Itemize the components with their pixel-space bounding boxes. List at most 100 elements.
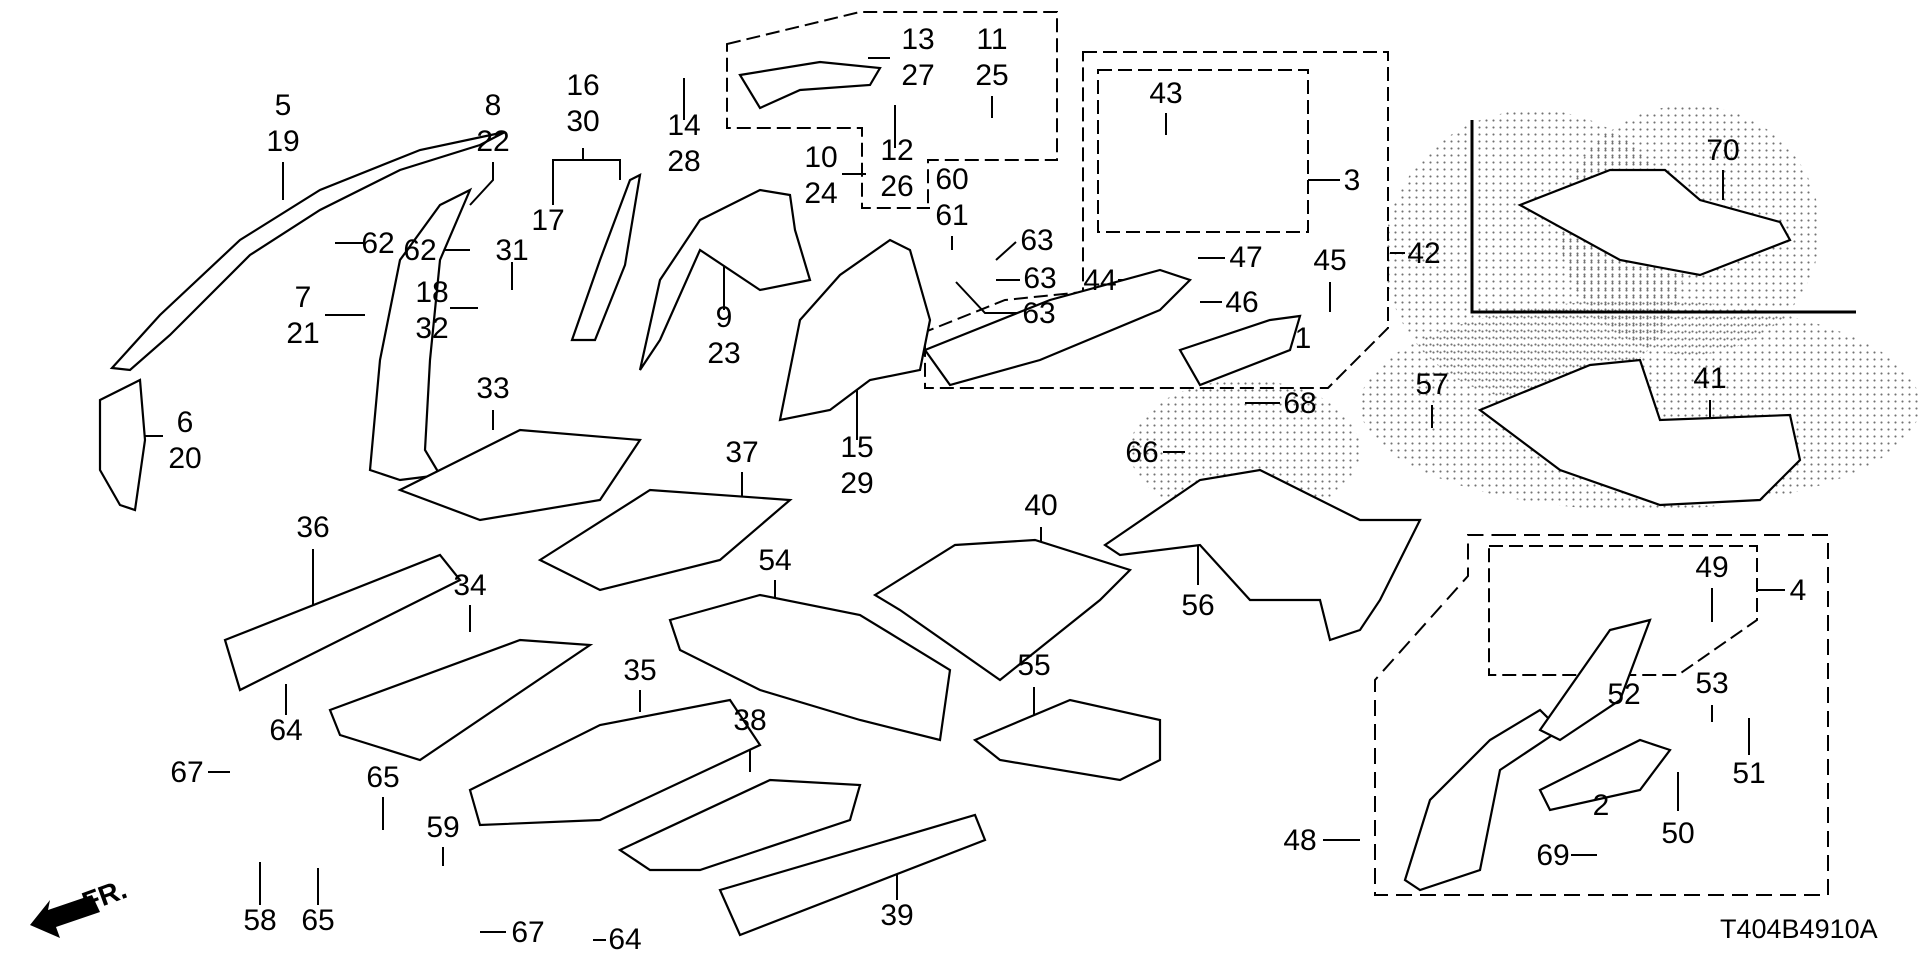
callout-64-b[interactable]: 64 — [269, 714, 303, 747]
callout-text: 29 — [840, 467, 874, 500]
callout-63-c[interactable]: 63 — [1022, 297, 1056, 330]
callout-3[interactable]: 3 — [1343, 164, 1361, 197]
callout-text: 30 — [566, 105, 600, 138]
callout-49[interactable]: 49 — [1695, 551, 1729, 584]
side-sill-inner-part — [223, 553, 462, 692]
callout-35[interactable]: 35 — [623, 654, 657, 687]
callout-text: 15 — [840, 431, 874, 464]
callout-62-b[interactable]: 62 — [403, 234, 437, 267]
callout-text: 24 — [804, 177, 838, 210]
callout-65-a[interactable]: 65 — [301, 904, 335, 937]
parts — [98, 60, 1802, 937]
callout-66[interactable]: 66 — [1125, 436, 1159, 469]
callout-41[interactable]: 41 — [1693, 362, 1727, 395]
callout-text: 23 — [707, 337, 741, 370]
callout-52[interactable]: 52 — [1607, 678, 1641, 711]
group-box-3 — [1097, 69, 1309, 233]
callout-33[interactable]: 33 — [476, 372, 510, 405]
group-box-10-24 — [726, 11, 1058, 209]
rear-frame-assy-part — [1103, 468, 1422, 642]
callout-45[interactable]: 45 — [1313, 244, 1347, 277]
floor-mid-part — [617, 778, 862, 872]
callout-text: 27 — [901, 59, 935, 92]
rear-frame-ext-lower-part — [1538, 738, 1672, 812]
callout-56[interactable]: 56 — [1181, 589, 1215, 622]
callout-55[interactable]: 55 — [1017, 649, 1051, 682]
callout-text: 8 — [484, 89, 502, 122]
callout-text: 9 — [715, 301, 733, 334]
front-direction-arrow — [30, 895, 100, 938]
callout-54[interactable]: 54 — [758, 544, 792, 577]
callout-37[interactable]: 37 — [725, 436, 759, 469]
callout-68[interactable]: 68 — [1283, 387, 1317, 420]
callout-text: 22 — [476, 125, 510, 158]
callout-text: 18 — [415, 276, 449, 309]
callout-44[interactable]: 44 — [1083, 264, 1117, 297]
callout-46[interactable]: 46 — [1225, 286, 1259, 319]
callout-53[interactable]: 53 — [1695, 667, 1729, 700]
callout-17[interactable]: 17 — [531, 204, 565, 237]
rear-frame-upper-part — [1538, 618, 1652, 742]
callout-47[interactable]: 47 — [1229, 241, 1263, 274]
callout-50[interactable]: 50 — [1661, 817, 1695, 850]
callout-text: 28 — [667, 145, 701, 178]
callout-38[interactable]: 38 — [733, 704, 767, 737]
callout-67-a[interactable]: 67 — [170, 756, 204, 789]
callout-65-b[interactable]: 65 — [366, 761, 400, 794]
floor-tunnel-part — [468, 698, 762, 827]
front-floor-part — [328, 638, 594, 762]
callout-43[interactable]: 43 — [1149, 77, 1183, 110]
callout-text: 61 — [935, 199, 969, 232]
front-pillar-lower-part — [98, 378, 147, 512]
callout-34[interactable]: 34 — [453, 569, 487, 602]
callout-51[interactable]: 51 — [1732, 757, 1766, 790]
diagram-reference-code: T404B4910A — [1720, 914, 1878, 944]
box-70 — [1470, 120, 1856, 314]
callout-70[interactable]: 70 — [1706, 134, 1740, 167]
callout-39[interactable]: 39 — [880, 899, 914, 932]
callout-69[interactable]: 69 — [1536, 839, 1570, 872]
callout-59[interactable]: 59 — [426, 811, 460, 844]
callout-text: 60 — [935, 163, 969, 196]
callout-text: 5 — [274, 89, 292, 122]
rear-floor-part — [1477, 358, 1802, 507]
roof-side-part — [738, 60, 882, 110]
callout-4[interactable]: 4 — [1789, 574, 1807, 607]
wheelhouse-inner-part — [778, 238, 932, 422]
callout-64-a[interactable]: 64 — [608, 923, 642, 956]
callout-67-b[interactable]: 67 — [511, 916, 545, 949]
callout-40[interactable]: 40 — [1024, 489, 1058, 522]
callout-48[interactable]: 48 — [1283, 824, 1317, 857]
callout-text: 7 — [294, 281, 312, 314]
callout-58[interactable]: 58 — [243, 904, 277, 937]
callout-2[interactable]: 2 — [1592, 789, 1610, 822]
callout-31[interactable]: 31 — [495, 234, 529, 267]
callout-63-a[interactable]: 63 — [1020, 224, 1054, 257]
callout-63-b[interactable]: 63 — [1023, 262, 1057, 295]
callout-57[interactable]: 57 — [1415, 368, 1449, 401]
callout-text: 13 — [901, 23, 935, 56]
callout-62-a[interactable]: 62 — [361, 227, 395, 260]
callout-text: 19 — [266, 125, 300, 158]
callout-42[interactable]: 42 — [1407, 237, 1441, 270]
group-box-49 — [1488, 545, 1758, 676]
callout-36[interactable]: 36 — [296, 511, 330, 544]
center-pillar-stiffener-part — [570, 173, 642, 342]
callout-text: 26 — [880, 170, 914, 203]
callout-1[interactable]: 1 — [1294, 322, 1312, 355]
